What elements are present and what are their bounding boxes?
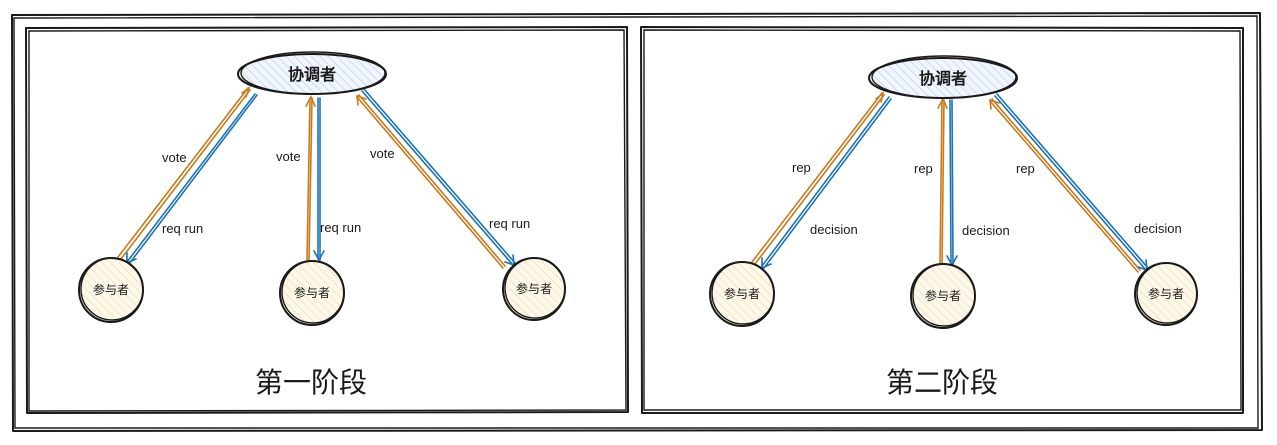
coordinator-label: 协调者	[288, 65, 336, 84]
decision-label: decision	[810, 222, 858, 237]
participant-node: 参与者	[1134, 262, 1198, 326]
decision-label: decision	[962, 223, 1010, 238]
participant-node: 参与者	[502, 257, 566, 321]
participant-node: 参与者	[910, 263, 976, 329]
decision-label: decision	[1134, 221, 1182, 236]
participant-label: 参与者	[724, 286, 760, 301]
phase-one-title: 第一阶段	[255, 366, 367, 399]
coordinator-node: 协调者	[237, 51, 387, 95]
rep-label: rep	[792, 160, 811, 175]
phase-two-title: 第二阶段	[886, 366, 998, 399]
req-run-label: req run	[489, 216, 530, 231]
vote-label: vote	[162, 150, 187, 165]
participant-label: 参与者	[93, 282, 129, 297]
phase-one-panel	[25, 26, 629, 414]
rep-label: rep	[914, 161, 933, 176]
vote-label: vote	[370, 146, 395, 161]
phase-two-arrows	[751, 90, 1149, 273]
req-run-label: req run	[320, 220, 361, 235]
participant-label: 参与者	[1148, 286, 1184, 301]
participant-label: 参与者	[516, 281, 552, 296]
participant-node: 参与者	[279, 260, 345, 326]
participant-label: 参与者	[925, 288, 961, 303]
participant-node: 参与者	[709, 261, 775, 327]
coordinator-node: 协调者	[868, 55, 1018, 99]
vote-label: vote	[276, 149, 301, 164]
participant-label: 参与者	[294, 285, 330, 300]
rep-label: rep	[1016, 161, 1035, 176]
outer-frame	[11, 12, 1263, 432]
coordinator-label: 协调者	[919, 69, 967, 88]
participant-node: 参与者	[78, 257, 144, 323]
phase-two-panel	[640, 26, 1244, 414]
phase-one-arrows	[117, 85, 516, 269]
req-run-label: req run	[162, 221, 203, 236]
